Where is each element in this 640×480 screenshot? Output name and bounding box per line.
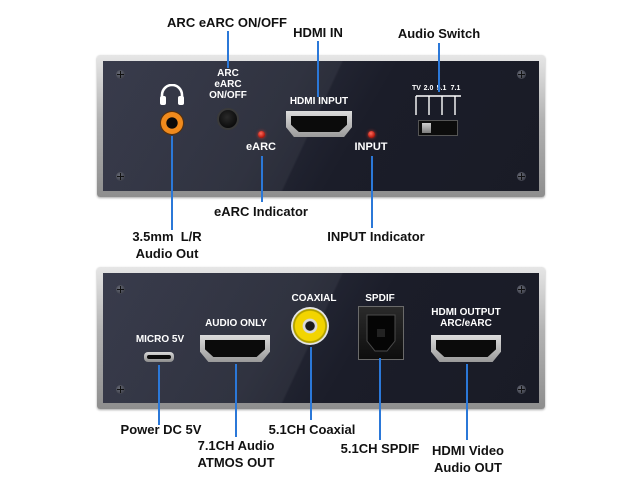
hdmi-output-port[interactable]	[431, 335, 501, 362]
callout-audio-out-line1: 3.5mm L/R	[132, 229, 202, 244]
input-led	[368, 131, 375, 138]
screw-icon	[116, 172, 125, 181]
callout-earc-indicator: eARC Indicator	[214, 204, 308, 219]
spdif-label: SPDIF	[365, 293, 395, 304]
switch-position-marks	[415, 95, 461, 115]
arc-earc-toggle-button[interactable]	[219, 110, 237, 128]
hdmi-output-label: HDMI OUTPUT ARC/eARC	[423, 307, 509, 329]
switch-position-7-1: 7.1	[450, 85, 461, 92]
callout-audio-out: 3.5mm L/R Audio Out	[114, 228, 220, 262]
micro-5v-label: MICRO 5V	[135, 334, 185, 345]
hdmi-audio-only-port[interactable]	[200, 335, 270, 362]
screw-icon	[116, 285, 125, 294]
screw-icon	[517, 385, 526, 394]
arc-label: ARC eARC ON/OFF	[202, 68, 254, 101]
callout-audio-switch: Audio Switch	[397, 26, 481, 41]
callout-input-indicator: INPUT Indicator	[327, 229, 425, 244]
arc-label-line2: eARC	[214, 79, 242, 90]
callout-spdif: 5.1CH SPDIF	[340, 441, 420, 456]
slide-switch-knob[interactable]	[422, 123, 431, 133]
callout-audio-71-line1: 7.1CH Audio	[197, 438, 275, 453]
switch-position-2-0: 2.0	[423, 85, 434, 92]
callout-hdmi-video-line2: Audio OUT	[434, 460, 502, 475]
audio-out-jack[interactable]	[161, 112, 183, 134]
audio-mode-slide-switch[interactable]	[418, 120, 458, 136]
earc-led-label: eARC	[246, 141, 276, 153]
callout-arc-earc: ARC eARC ON/OFF	[167, 15, 287, 30]
hdmi-input-port[interactable]	[286, 111, 352, 137]
callout-audio-out-line2: Audio Out	[135, 246, 199, 261]
input-led-label: INPUT	[354, 141, 388, 153]
arc-label-line1: ARC	[217, 68, 239, 79]
callout-power: Power DC 5V	[120, 422, 202, 437]
callout-audio-71-line2: ATMOS OUT	[197, 455, 275, 470]
hdmi-input-label: HDMI INPUT	[289, 96, 349, 107]
switch-position-tv: TV	[412, 85, 421, 92]
hdmi-output-label-line1: HDMI OUTPUT	[431, 307, 501, 318]
screw-icon	[116, 70, 125, 79]
headphones-icon	[160, 84, 184, 105]
micro-usb-power-port[interactable]	[144, 352, 174, 362]
switch-position-5-1: 5.1	[436, 85, 447, 92]
callout-audio-71: 7.1CH Audio ATMOS OUT	[180, 437, 292, 471]
screw-icon	[517, 70, 526, 79]
callout-coaxial: 5.1CH Coaxial	[268, 422, 356, 437]
callout-hdmi-video-line1: HDMI Video	[432, 443, 504, 458]
screw-icon	[517, 285, 526, 294]
hdmi-output-label-line2: ARC/eARC	[440, 318, 492, 329]
screw-icon	[116, 385, 125, 394]
screw-icon	[517, 172, 526, 181]
earc-led	[258, 131, 265, 138]
callout-hdmi-video: HDMI Video Audio OUT	[420, 442, 516, 476]
coaxial-port[interactable]	[291, 307, 329, 345]
arc-label-line3: ON/OFF	[209, 90, 247, 101]
coaxial-label: COAXIAL	[291, 293, 337, 304]
callout-hdmi-in: HDMI IN	[293, 25, 343, 40]
audio-only-label: AUDIO ONLY	[205, 318, 267, 329]
spdif-optical-port[interactable]	[358, 306, 404, 360]
